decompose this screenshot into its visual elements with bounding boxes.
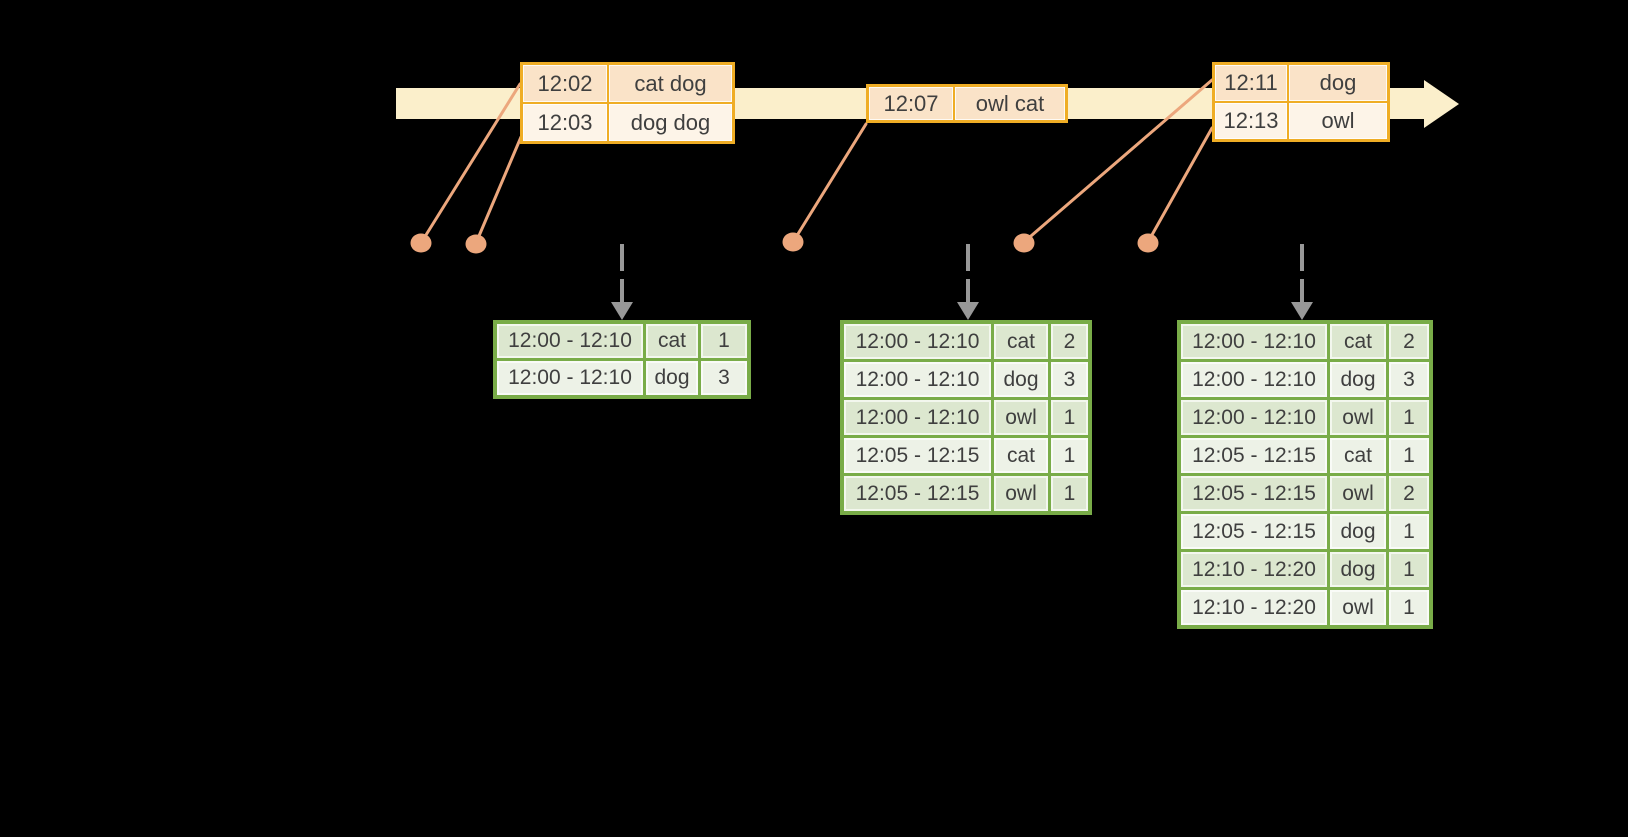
event-time-cell: 12:11 [1215, 65, 1287, 101]
window-cell: 12:05 - 12:15 [1181, 514, 1327, 549]
word-cell: owl [1330, 476, 1386, 511]
trigger-arrow-2 [957, 244, 979, 320]
window-cell: 12:05 - 12:15 [1181, 476, 1327, 511]
window-cell: 12:00 - 12:10 [844, 324, 991, 359]
window-cell: 12:05 - 12:15 [1181, 438, 1327, 473]
event-dot-3 [782, 232, 804, 252]
word-cell: dog [646, 361, 698, 395]
window-cell: 12:05 - 12:15 [844, 476, 991, 511]
event-words-cell: dog dog [609, 104, 732, 141]
word-cell: owl [994, 400, 1048, 435]
word-cell: cat [646, 324, 698, 358]
window-cell: 12:00 - 12:10 [497, 324, 643, 358]
count-cell: 3 [1389, 362, 1429, 397]
word-cell: cat [1330, 438, 1386, 473]
trigger-arrowhead-icon [611, 302, 633, 320]
connector-line-2 [474, 135, 523, 245]
trigger-arrowhead-icon [1291, 302, 1313, 320]
window-cell: 12:10 - 12:20 [1181, 552, 1327, 587]
event-time-cell: 12:13 [1215, 103, 1287, 139]
count-cell: 1 [1389, 590, 1429, 625]
word-cell: dog [994, 362, 1048, 397]
event-dot-2 [465, 234, 487, 254]
window-cell: 12:05 - 12:15 [844, 438, 991, 473]
count-cell: 3 [701, 361, 747, 395]
trigger-arrowhead-icon [957, 302, 979, 320]
window-cell: 12:00 - 12:10 [1181, 324, 1327, 359]
window-cell: 12:00 - 12:10 [1181, 400, 1327, 435]
connector-line-5 [1146, 126, 1214, 244]
word-cell: owl [1330, 590, 1386, 625]
window-cell: 12:00 - 12:10 [844, 362, 991, 397]
event-time-cell: 12:02 [523, 65, 607, 102]
window-cell: 12:00 - 12:10 [844, 400, 991, 435]
count-cell: 1 [1051, 476, 1088, 511]
word-cell: dog [1330, 362, 1386, 397]
count-cell: 1 [1389, 400, 1429, 435]
window-cell: 12:10 - 12:20 [1181, 590, 1327, 625]
count-cell: 3 [1051, 362, 1088, 397]
window-cell: 12:00 - 12:10 [497, 361, 643, 395]
connector-line-1 [419, 82, 522, 245]
trigger-arrow-1 [611, 244, 633, 320]
trigger-arrow-3 [1291, 244, 1313, 320]
event-words-cell: owl [1289, 103, 1387, 139]
count-cell: 1 [1051, 400, 1088, 435]
connector-line-3 [791, 122, 868, 244]
count-cell: 2 [1389, 476, 1429, 511]
timeline-arrowhead-icon [1424, 80, 1459, 128]
event-dot-5 [1137, 233, 1159, 253]
event-dot-1 [410, 233, 432, 253]
count-cell: 1 [1389, 514, 1429, 549]
count-cell: 1 [701, 324, 747, 358]
event-time-cell: 12:03 [523, 104, 607, 141]
count-cell: 1 [1389, 438, 1429, 473]
event-words-cell: dog [1289, 65, 1387, 101]
event-dot-4 [1013, 233, 1035, 253]
count-cell: 2 [1389, 324, 1429, 359]
word-cell: owl [1330, 400, 1386, 435]
count-cell: 2 [1051, 324, 1088, 359]
count-cell: 1 [1051, 438, 1088, 473]
event-time-cell: 12:07 [869, 87, 953, 120]
connector-line-4 [1022, 78, 1214, 244]
event-words-cell: owl cat [955, 87, 1065, 120]
word-cell: dog [1330, 552, 1386, 587]
word-cell: cat [994, 324, 1048, 359]
word-cell: dog [1330, 514, 1386, 549]
event-words-cell: cat dog [609, 65, 732, 102]
word-cell: owl [994, 476, 1048, 511]
count-cell: 1 [1389, 552, 1429, 587]
window-cell: 12:00 - 12:10 [1181, 362, 1327, 397]
word-cell: cat [1330, 324, 1386, 359]
word-cell: cat [994, 438, 1048, 473]
